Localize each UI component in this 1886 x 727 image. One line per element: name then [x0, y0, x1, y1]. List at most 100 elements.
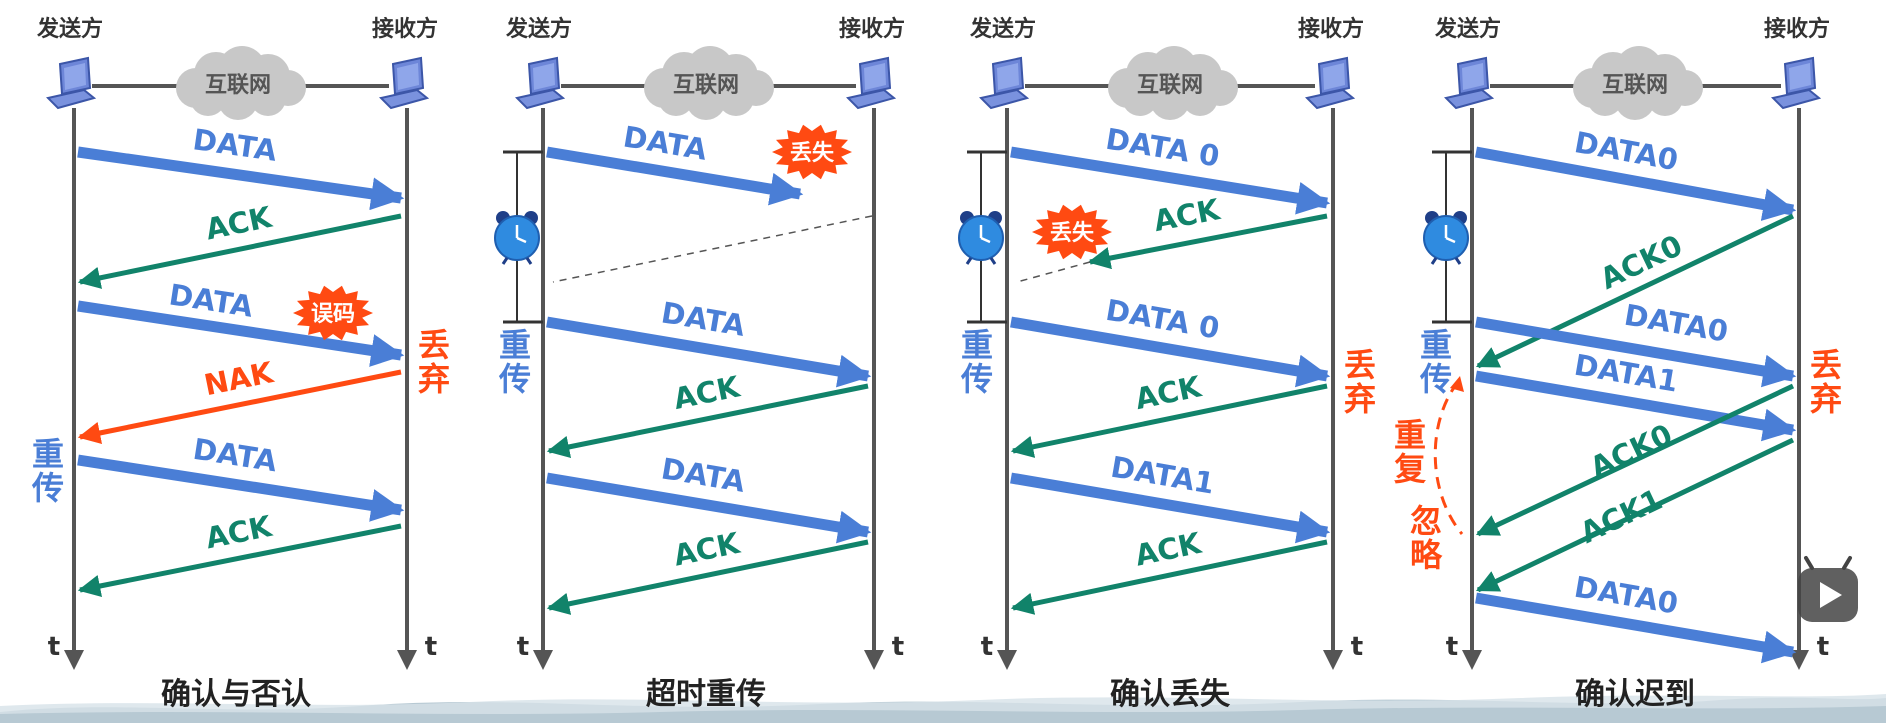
arrow-label-data-2: DATA0 [1622, 298, 1731, 349]
sender-laptop-icon-screen-glass [64, 63, 86, 90]
arrow-data-3 [546, 472, 872, 544]
arrow-ack-2 [77, 523, 402, 598]
sender-laptop-icon [46, 56, 97, 110]
arrow-label-ack-2: ACK [671, 526, 744, 573]
internet-cloud-puff [1182, 80, 1218, 116]
discard-label-char: 丢 [1810, 346, 1842, 384]
arrow-data-1 [1475, 146, 1797, 221]
timer-alarm-clock-icon [1423, 211, 1469, 265]
duplicate-label-char: 复 [1394, 450, 1426, 488]
arrow-ack0-duplicate [1475, 383, 1795, 537]
ignore-label-char: 略 [1410, 536, 1443, 574]
internet-cloud-label: 互联网 [673, 73, 739, 98]
sender-time-axis-label: t [48, 632, 60, 662]
sender-label: 发送方 [1434, 16, 1501, 42]
internet-cloud-puff [250, 80, 286, 116]
arrow-data-2 [77, 300, 405, 367]
internet-cloud-puff [190, 80, 226, 116]
arrow-label-data-3: DATA [191, 432, 280, 479]
video-play-badge[interactable] [1798, 556, 1858, 622]
arrow-label-ack-3: ACK1 [1575, 482, 1668, 550]
internet-cloud-puff [686, 80, 726, 120]
arrow-label-ack-1: ACK [203, 200, 276, 247]
panel-caption: 超时重传 [646, 677, 766, 712]
arrow-label-ack-3: ACK [1132, 525, 1205, 572]
receiver-label: 接收方 [1764, 16, 1830, 42]
lost-burst-label: 丢失 [790, 141, 835, 166]
internet-cloud: 互联网 [1108, 46, 1238, 120]
retransmit-label-char: 传 [31, 469, 64, 507]
lost-burst: 丢失 [1032, 204, 1112, 260]
sender-laptop-icon [979, 56, 1030, 110]
sender-laptop-icon-keyboard [1444, 88, 1495, 110]
ignore-arc-arrowhead [1450, 376, 1464, 392]
discard-label: 丢弃 [418, 326, 450, 398]
arrow-data-1-lost [546, 146, 804, 206]
timer-alarm-clock-icon-hand-hour [980, 236, 991, 244]
duplicate-label-char: 重 [1394, 416, 1426, 454]
discard-label-char: 弃 [1810, 380, 1842, 418]
panel-4: 发送方 接收方 [1434, 16, 1830, 88]
internet-cloud-puff [1647, 80, 1683, 116]
arrow-ack-2 [546, 539, 869, 615]
receiver-laptop-icon-keyboard [846, 88, 897, 110]
arrow-ack-1-lost [1087, 213, 1328, 270]
internet-cloud-puff [1150, 80, 1190, 120]
bottom-landscape-band-light [0, 694, 1886, 714]
arrow-data-1 [1010, 146, 1331, 215]
arrow-label-data-2: DATA [659, 295, 748, 343]
internet-cloud-puff [218, 80, 258, 120]
receiver-laptop-icon-keyboard [1305, 88, 1356, 110]
timer-alarm-clock-icon-hand-hour [516, 236, 527, 244]
retransmit-label: 重传 [498, 326, 531, 398]
receiver-laptop-icon [846, 56, 897, 110]
arrow-data-3 [1010, 472, 1331, 544]
play-icon[interactable] [1820, 582, 1842, 608]
retransmit-label: 重传 [31, 435, 64, 507]
ignore-label-char: 忽 [1410, 502, 1442, 540]
retransmit-label-char: 重 [32, 435, 64, 473]
sender-laptop-icon-screen-glass [997, 63, 1019, 90]
timer-alarm-clock-icon-foot-right [989, 257, 997, 265]
receiver-time-axis-label: t [425, 632, 437, 662]
timer-alarm-clock-icon [958, 211, 1004, 265]
sender-label: 发送方 [969, 16, 1036, 42]
receiver-label: 接收方 [839, 16, 905, 42]
play-badge-top-right-ear [1842, 556, 1852, 570]
timer-alarm-clock-icon-foot-left [501, 257, 509, 265]
retransmit-label: 重传 [960, 326, 993, 398]
receiver-laptop-icon [379, 56, 430, 110]
sender-laptop-icon-screen-glass [1462, 63, 1484, 90]
arrow-ack-1 [546, 383, 869, 458]
arrow-data-4 [1475, 592, 1797, 664]
timer-alarm-clock-icon-foot-left [965, 257, 973, 265]
receiver-label: 接收方 [372, 16, 438, 42]
internet-cloud: 互联网 [644, 46, 774, 120]
duplicate-label: 重复 [1394, 416, 1426, 488]
arrow-label-nak-1: NAK [201, 355, 277, 402]
arrow-data-3 [77, 454, 405, 522]
error-burst: 误码 [293, 285, 373, 341]
internet-cloud-label: 互联网 [1137, 73, 1203, 98]
internet-cloud-puff [1122, 80, 1158, 116]
arrow-data-1 [77, 146, 405, 211]
sender-time-axis-label: t [1446, 632, 1458, 662]
arrow-ack-2 [1010, 383, 1328, 458]
sender-label: 发送方 [505, 16, 572, 42]
timeout-dashed-line [552, 215, 873, 283]
arrow-data-2 [1010, 316, 1331, 388]
receiver-time-axis-label: t [892, 632, 904, 662]
sender-label: 发送方 [36, 16, 103, 42]
error-burst-shape [293, 285, 373, 341]
receiver-laptop-icon-screen-glass [1789, 63, 1811, 90]
retransmit-label-char: 重 [1420, 326, 1452, 364]
discard-label-char: 弃 [1344, 380, 1376, 418]
arrow-label-ack-2: ACK [203, 509, 276, 556]
receiver-label: 接收方 [1298, 16, 1364, 42]
arrow-nak-1 [77, 369, 402, 445]
retransmit-label-char: 传 [498, 360, 531, 398]
panel-caption: 确认迟到 [1575, 677, 1695, 712]
arrow-ack0-late [1475, 213, 1795, 369]
